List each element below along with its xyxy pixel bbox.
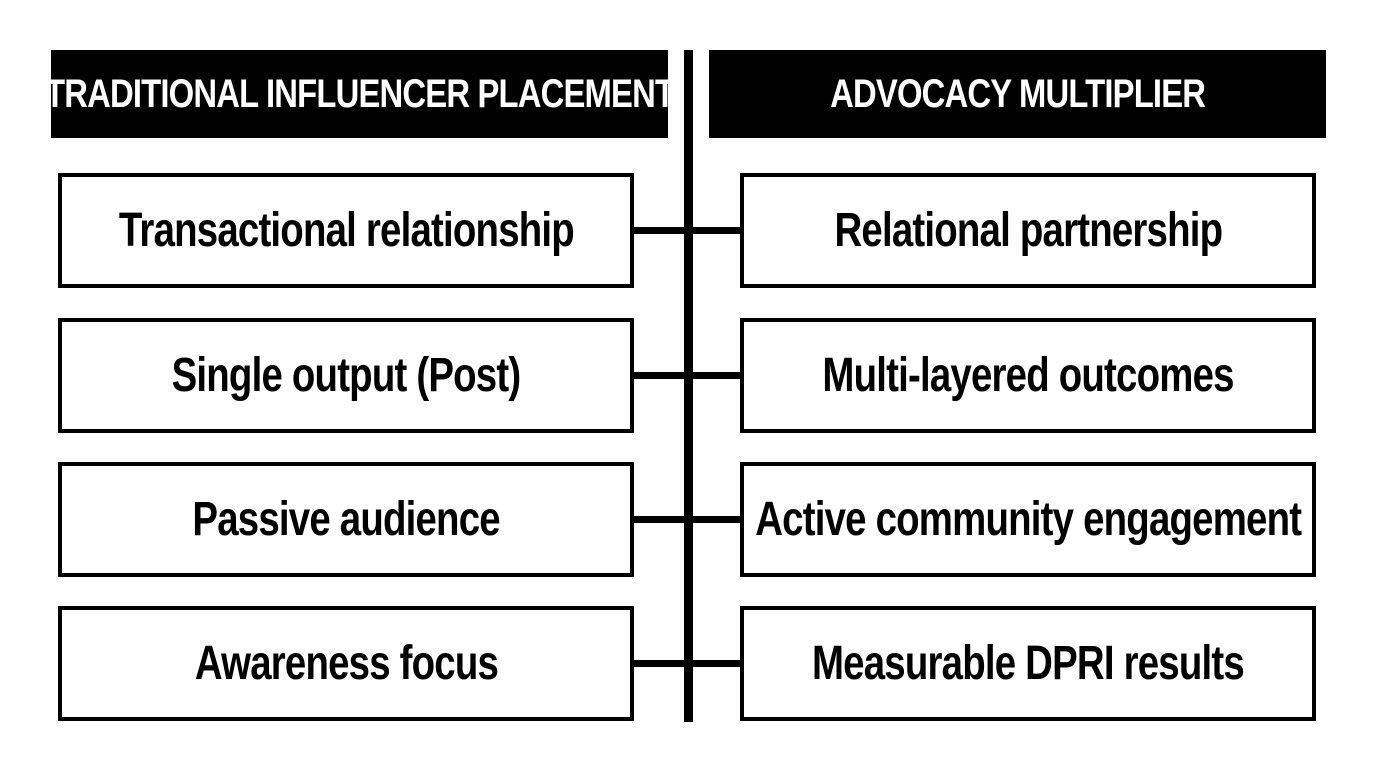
traditional-item-label: Awareness focus (194, 637, 498, 690)
advocacy-item-box: Relational partnership (740, 173, 1316, 288)
row-connector-line (634, 227, 740, 234)
traditional-item-box: Passive audience (58, 462, 634, 577)
advocacy-column-header-text: ADVOCACY MULTIPLIER (830, 71, 1206, 116)
row-connector-line (634, 516, 740, 523)
traditional-item-box: Transactional relationship (58, 173, 634, 288)
advocacy-item-box: Multi-layered outcomes (740, 318, 1316, 433)
traditional-column-header: TRADITIONAL INFLUENCER PLACEMENT (51, 50, 668, 138)
advocacy-column-header: ADVOCACY MULTIPLIER (709, 50, 1326, 138)
advocacy-item-box: Active community engagement (740, 462, 1316, 577)
traditional-column-header-text: TRADITIONAL INFLUENCER PLACEMENT (51, 71, 668, 116)
advocacy-item-label: Measurable DPRI results (812, 637, 1245, 690)
traditional-item-label: Transactional relationship (118, 204, 574, 257)
row-connector-line (634, 660, 740, 667)
advocacy-item-label: Active community engagement (755, 493, 1302, 546)
advocacy-item-label: Multi-layered outcomes (822, 349, 1234, 402)
advocacy-item-label: Relational partnership (834, 204, 1223, 257)
center-divider-line (684, 50, 693, 722)
advocacy-item-box: Measurable DPRI results (740, 606, 1316, 721)
traditional-item-label: Single output (Post) (171, 349, 522, 402)
traditional-item-label: Passive audience (192, 493, 500, 546)
traditional-item-box: Single output (Post) (58, 318, 634, 433)
traditional-item-box: Awareness focus (58, 606, 634, 721)
row-connector-line (634, 372, 740, 379)
